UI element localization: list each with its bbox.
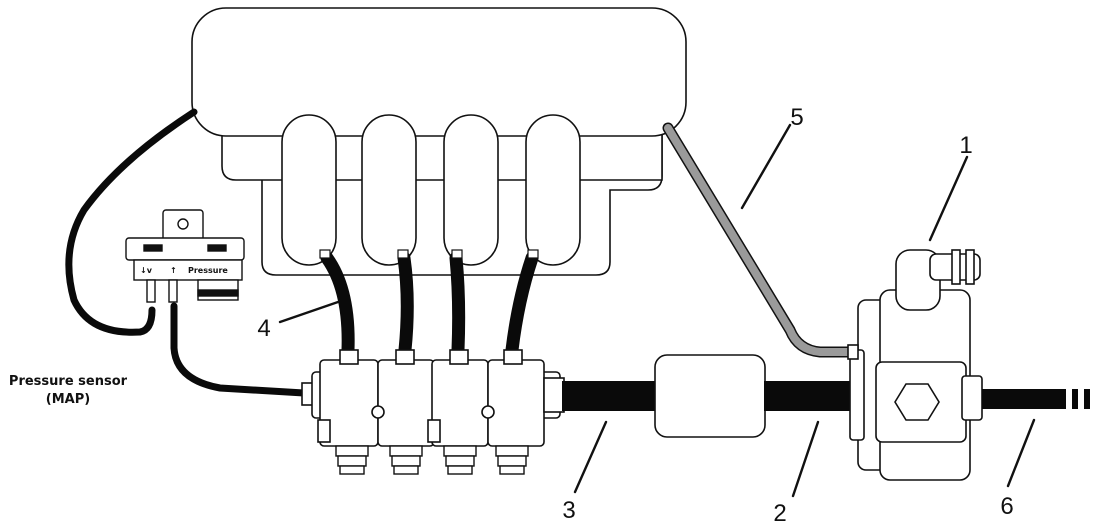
manifold-runner-4 [525,114,581,266]
sensor-port-label-pressure: Pressure [188,266,228,275]
callout-2: 2 [773,500,786,527]
injector-hose-3 [449,251,466,357]
sensor-port-label-vacuum: ↓v [140,266,153,275]
sensor-port-right [168,279,178,303]
rail-block-2 [377,359,435,447]
rail-screw-1 [371,405,385,419]
sensor-port-label-arrow: ↑ [170,266,177,275]
sensor-caption-line2: (MAP) [46,392,90,407]
sensor-mount-hole [177,218,189,230]
map-sensor [125,209,245,303]
gas-filter [654,354,766,438]
leader-3 [573,420,608,494]
reducer-hex-nut [894,383,940,421]
leader-5 [740,123,792,210]
sensor-body-bottom [133,259,243,281]
rail-block-4 [487,359,545,447]
callout-6: 6 [1000,493,1013,520]
injector-nozzles [335,445,529,475]
callout-1: 1 [959,132,972,159]
reducer [847,249,983,481]
sensor-port-left [146,279,156,303]
manifold-runner-3 [443,114,499,266]
gas-hose-rail-filter [562,381,658,411]
manifold-runner-1 [281,114,337,266]
rail-outlet-stub [543,377,565,413]
callout-4: 4 [257,315,270,342]
leader-1 [928,155,969,242]
injector-hose-4 [505,251,539,357]
leader-lines [278,123,1036,498]
intake-manifold [191,7,687,276]
sensor-slot-left [143,244,163,252]
manifold-runner-2 [361,114,417,266]
callout-5: 5 [790,104,803,131]
gas-hose-filter-reducer [764,381,864,411]
manifold-plenum [191,7,687,137]
leader-6 [1006,418,1036,488]
injector-hoses [320,251,539,357]
injector-hose-1 [320,251,355,357]
sensor-caption-line1: Pressure sensor [9,374,128,389]
callout-3: 3 [562,497,575,524]
map-pressure-hose [170,302,308,397]
leader-2 [791,420,820,498]
injector-rail [301,349,565,447]
grey-vacuum-hose-fill [664,124,856,356]
tank-supply-hose [982,389,1066,409]
map-vacuum-hose [65,108,198,336]
leader-4 [278,300,340,324]
sensor-connector-band [197,289,239,297]
sensor-slot-right [207,244,227,252]
injector-hose-2 [397,251,414,357]
grey-vacuum-hose [662,122,858,358]
rail-screw-2 [481,405,495,419]
injector-hose-fittings [319,249,539,259]
